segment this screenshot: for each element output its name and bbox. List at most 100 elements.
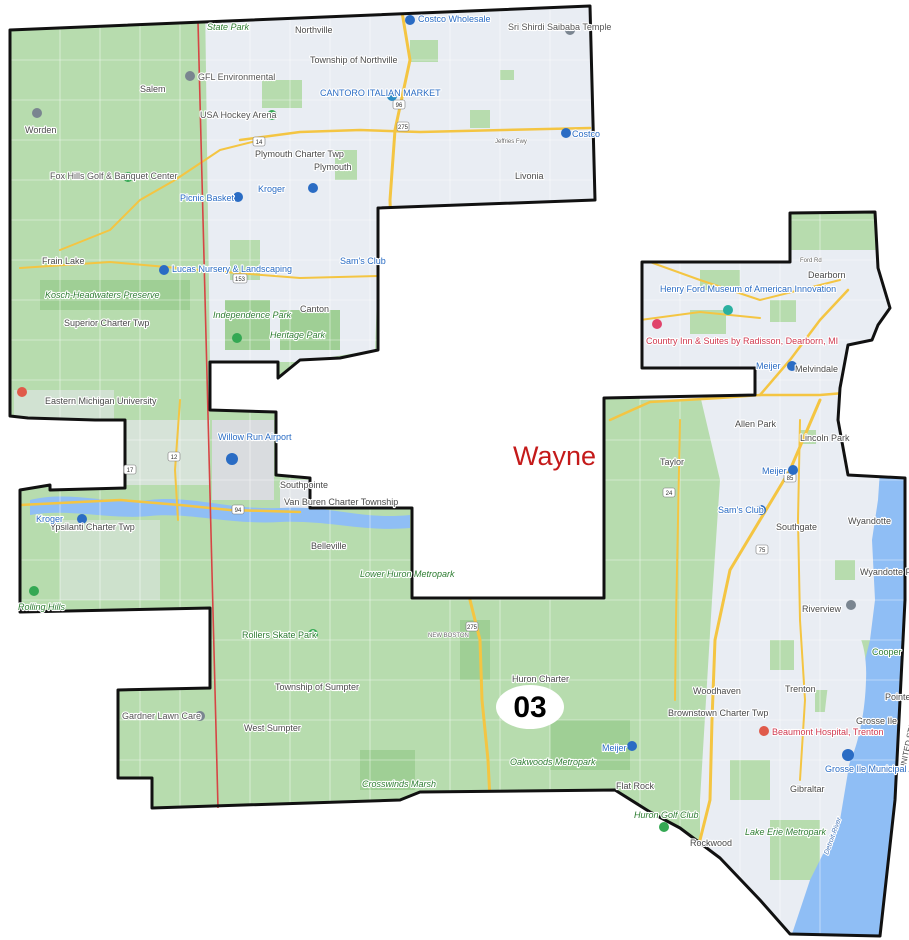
pin-grosse-ile-airport-icon <box>842 749 854 761</box>
poi-kroger-ypsi: Kroger <box>36 514 63 524</box>
poi-henry-ford: Henry Ford Museum of American Innovation <box>660 284 836 294</box>
place-worden: Worden <box>25 125 56 135</box>
poi-sams-canton: Sam's Club <box>340 256 386 266</box>
place-northville: Northville <box>295 25 333 35</box>
poi-beaumont: Beaumont Hospital, Trenton <box>772 727 884 737</box>
poi-sams-southgate: Sam's Club <box>718 505 764 515</box>
poi-lake-erie: Lake Erie Metropark <box>745 827 827 837</box>
place-dearborn: Dearborn <box>808 270 846 280</box>
place-wyandotte-point: Wyandotte Point <box>860 567 909 577</box>
poi-labels: State Park Costco Wholesale Sri Shirdi S… <box>17 13 909 857</box>
poi-temple: Sri Shirdi Saibaba Temple <box>508 22 611 32</box>
place-wyandotte: Wyandotte <box>848 516 891 526</box>
svg-text:17: 17 <box>127 468 134 474</box>
place-gibraltar: Gibraltar <box>790 784 825 794</box>
pin-costco-top-icon <box>405 15 415 25</box>
place-labels: Northville Township of Northville Salem … <box>24 24 909 849</box>
svg-text:14: 14 <box>256 140 263 146</box>
pin-kroger-plymouth-icon <box>308 183 318 193</box>
shield-75: 75 <box>755 544 769 555</box>
pin-kroger-ypsi-icon <box>77 514 87 524</box>
pin-gfl-icon <box>185 71 195 81</box>
poi-crosswinds: Crosswinds Marsh <box>362 779 436 789</box>
pin-sams-southgate-icon <box>756 505 766 515</box>
pin-fox-hills-icon <box>123 172 133 182</box>
shield-275-north: 275 <box>396 121 410 132</box>
pin-independence-icon <box>232 333 242 343</box>
pin-gardner-icon <box>195 711 205 721</box>
shield-153: 153 <box>232 273 248 284</box>
shield-96: 96 <box>392 99 406 110</box>
place-livonia: Livonia <box>515 171 544 181</box>
svg-text:275: 275 <box>467 625 478 631</box>
place-cooper: Cooper <box>872 647 902 657</box>
svg-text:24: 24 <box>666 491 673 497</box>
place-rockwood: Rockwood <box>690 838 732 848</box>
place-canton: Canton <box>300 304 329 314</box>
pin-willow-run-icon <box>226 453 238 465</box>
place-sumpter: Township of Sumpter <box>275 682 359 692</box>
poi-markers <box>17 15 856 832</box>
shield-94: 94 <box>231 504 245 515</box>
pin-rolling-hills-icon <box>29 586 39 596</box>
road-label-ford: Ford Rd <box>800 258 822 264</box>
place-melvindale: Melvindale <box>795 364 838 374</box>
pin-country-inn-icon <box>652 319 662 329</box>
svg-text:12: 12 <box>171 455 178 461</box>
place-salem: Salem <box>140 84 166 94</box>
highway-shields: 275 96 14 153 94 12 17 24 75 85 275 <box>123 99 797 632</box>
place-van-buren: Van Buren Charter Township <box>284 497 398 507</box>
pin-costco-right-icon <box>561 128 571 138</box>
pin-henry-ford-icon <box>723 305 733 315</box>
place-huron-charter: Huron Charter <box>512 674 569 684</box>
poi-kroger-plymouth: Kroger <box>258 184 285 194</box>
pin-picnic-basket-icon <box>233 192 243 202</box>
svg-text:75: 75 <box>759 548 766 554</box>
pin-meijer-taylor-icon <box>788 465 798 475</box>
poi-heritage-park: Heritage Park <box>270 330 326 340</box>
poi-oakwoods: Oakwoods Metropark <box>510 757 596 767</box>
svg-text:85: 85 <box>787 476 794 482</box>
place-frain-lake: Frain Lake <box>42 256 85 266</box>
shield-14: 14 <box>252 136 266 147</box>
pin-huron-golf-icon <box>659 822 669 832</box>
pin-usa-hockey-icon <box>267 110 277 120</box>
poi-picnic-basket: Picnic Basket <box>180 193 235 203</box>
pin-rollers-icon <box>308 629 318 639</box>
poi-grosse-ile-airport: Grosse Ile Municipal Airport <box>825 764 909 774</box>
shield-17: 17 <box>123 464 137 475</box>
place-riverview: Riverview <box>802 604 842 614</box>
poi-gfl: GFL Environmental <box>198 72 275 82</box>
place-township-northville: Township of Northville <box>310 55 398 65</box>
place-trenton: Trenton <box>785 684 816 694</box>
place-west-sumpter: West Sumpter <box>244 723 301 733</box>
place-new-boston: NEW BOSTON <box>428 633 469 639</box>
pin-meijer-brownstown-icon <box>627 741 637 751</box>
pin-beaumont-icon <box>759 726 769 736</box>
place-pointe: Pointe <box>885 692 909 702</box>
poi-costco: Costco <box>572 129 600 139</box>
place-superior-twp: Superior Charter Twp <box>64 318 149 328</box>
svg-text:96: 96 <box>396 103 403 109</box>
pin-grosse-ile-north-icon <box>846 600 856 610</box>
shield-275-south: 275 <box>465 621 479 632</box>
poi-state-park: State Park <box>207 22 250 32</box>
svg-text:153: 153 <box>235 277 246 283</box>
poi-fox-hills: Fox Hills Golf & Banquet Center <box>50 171 178 181</box>
pin-worden-icon <box>32 108 42 118</box>
place-lincoln-park: Lincoln Park <box>800 433 850 443</box>
county-label: Wayne <box>513 441 596 471</box>
pin-lucas-icon <box>159 265 169 275</box>
place-flat-rock: Flat Rock <box>616 781 655 791</box>
pin-cantoro-icon <box>387 91 397 101</box>
place-brownstown: Brownstown Charter Twp <box>668 708 768 718</box>
svg-text:94: 94 <box>235 508 242 514</box>
district-boundary <box>8 4 907 938</box>
poi-gardner: Gardner Lawn Care <box>122 711 201 721</box>
place-grosse-ile: Grosse Ile <box>856 716 897 726</box>
poi-kosch: Kosch-Headwaters Preserve <box>45 290 160 300</box>
poi-costco-wholesale: Costco Wholesale <box>418 14 491 24</box>
place-plymouth: Plymouth <box>314 162 352 172</box>
poi-country-inn: Country Inn & Suites by Radisson, Dearbo… <box>646 336 838 346</box>
